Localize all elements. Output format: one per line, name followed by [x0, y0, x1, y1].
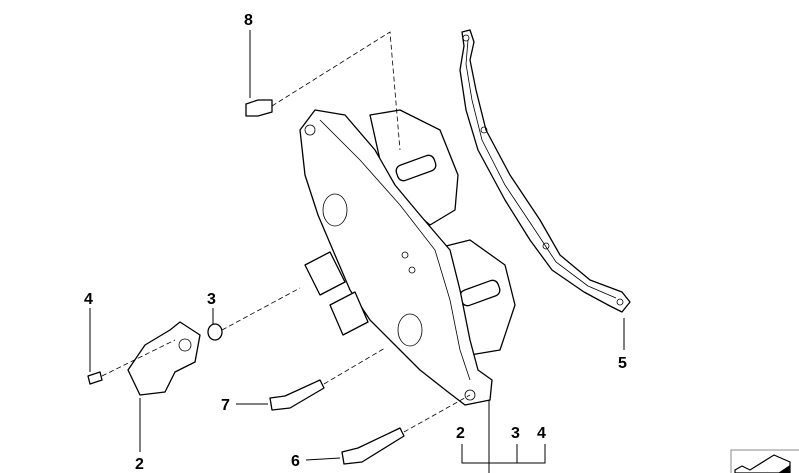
callout-5: 5	[618, 355, 627, 372]
callout-8: 8	[244, 12, 253, 29]
callout-4-left: 4	[84, 291, 93, 308]
callout-3-group: 3	[511, 425, 520, 442]
screw-part-4[interactable]	[87, 371, 103, 385]
bolt-part-8[interactable]	[245, 99, 273, 117]
callout-4-group: 4	[537, 425, 546, 442]
bolt-part-7[interactable]	[269, 379, 325, 411]
solenoid-valve-part-2[interactable]	[127, 321, 201, 396]
callout-2-left: 2	[135, 456, 144, 473]
o-ring-part-3[interactable]	[207, 323, 223, 341]
gasket-part-5[interactable]	[459, 29, 631, 313]
callout-6: 6	[291, 453, 300, 470]
callout-2-group: 2	[456, 425, 465, 442]
parts-block-icon	[730, 449, 799, 473]
bolt-part-6[interactable]	[341, 427, 405, 465]
callout-7: 7	[221, 397, 230, 414]
callout-3-left: 3	[207, 291, 216, 308]
solenoid-valve-housing[interactable]	[299, 109, 493, 406]
